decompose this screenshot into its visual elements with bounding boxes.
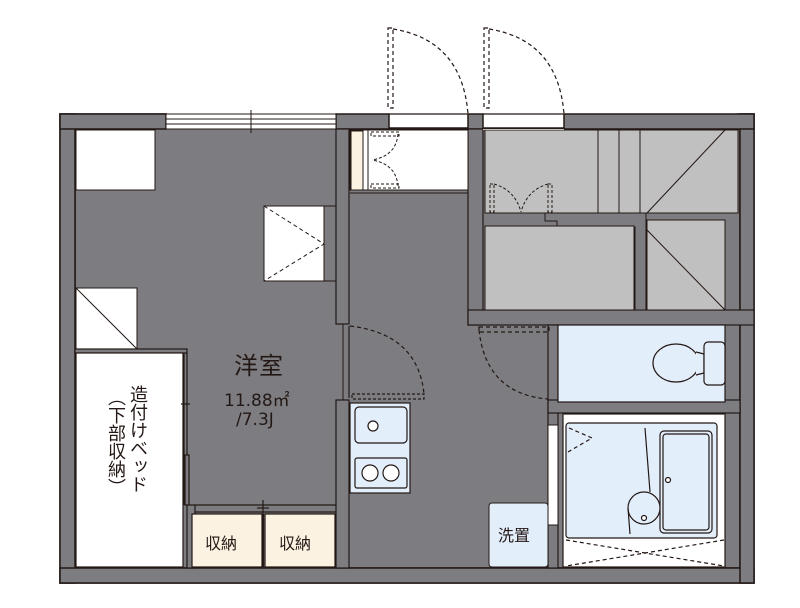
room-area: 11.88㎡ xyxy=(224,391,290,411)
western-room-furniture xyxy=(75,129,336,350)
room-size-jo: /7.3J xyxy=(236,410,274,430)
built-in-bed-sublabel: （下部収納） xyxy=(105,388,126,496)
wall-top-mid xyxy=(335,113,390,130)
kitchen xyxy=(349,402,411,494)
wall-top-mid2 xyxy=(467,113,484,130)
wall-bottom xyxy=(59,567,755,584)
toilet-door xyxy=(478,326,550,400)
wall-top-right xyxy=(563,113,755,130)
washer-space xyxy=(488,502,549,568)
wall-room-right-upper xyxy=(335,128,350,325)
staircase xyxy=(484,129,739,311)
wall-top-left xyxy=(59,113,167,130)
window-top xyxy=(165,110,337,133)
washer-space-label: 洗置 xyxy=(498,526,531,545)
wall-right xyxy=(739,113,755,584)
entrance-doors xyxy=(387,27,565,115)
storage-right-label: 収納 xyxy=(279,534,312,553)
wall-stair-bottom xyxy=(467,309,755,326)
storage-left-label: 収納 xyxy=(205,534,238,553)
built-in-bed xyxy=(74,348,190,568)
genkan-step xyxy=(483,129,564,130)
storage-closets xyxy=(186,500,336,569)
shoe-closet xyxy=(349,129,469,194)
unit-bath xyxy=(562,413,726,568)
wall-stair-left xyxy=(467,128,484,326)
wall-left xyxy=(59,113,76,584)
room-door xyxy=(348,325,425,400)
wall-room-right-lower xyxy=(335,399,350,569)
toilet xyxy=(557,324,726,403)
built-in-bed-label: 造付けベッド xyxy=(127,385,148,493)
room-name: 洋室 xyxy=(234,352,284,380)
